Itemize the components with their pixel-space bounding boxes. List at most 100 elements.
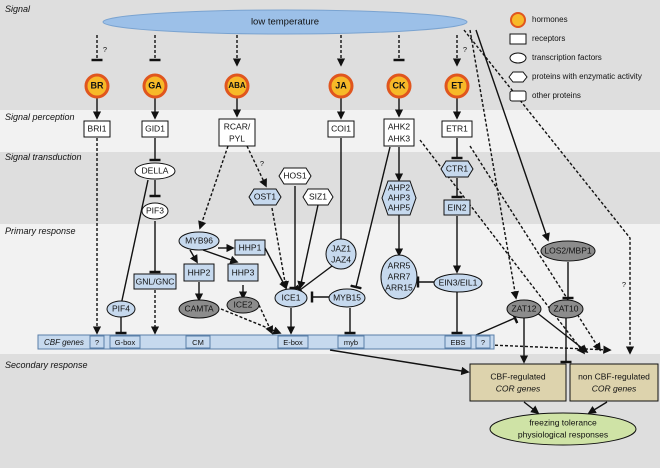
cbf-q2-label: ? <box>481 338 485 347</box>
physiological-responses-label: physiological responses <box>518 429 608 439</box>
node-ein2 <box>443 199 471 216</box>
cbf-cor-label-1: CBF-regulated <box>490 371 546 381</box>
node-ahp2-label: AHP2 <box>388 182 410 192</box>
node-ice1-label: ICE1 <box>282 292 301 302</box>
node-jaz <box>325 238 357 270</box>
legend-receptors-label: receptors <box>532 34 565 43</box>
hormone-et <box>444 73 470 99</box>
node-los2-mbp1 <box>540 240 596 262</box>
node-arr5-label: ARR5 <box>388 260 411 270</box>
band-label-primary: Primary response <box>5 226 76 236</box>
unknown-br: ? <box>103 45 107 54</box>
cbf-cm-label: CM <box>192 338 204 347</box>
receptor-ahk2-label: AHK2 <box>388 121 410 131</box>
cbf-genes-label: CBF genes <box>44 338 84 347</box>
node-siz1 <box>302 188 334 206</box>
node-ein3-eil1 <box>433 273 483 293</box>
node-ahp5-label: AHP5 <box>388 202 410 212</box>
legend-tf-icon <box>509 52 527 64</box>
receptor-etr1-label: ETR1 <box>446 123 468 133</box>
hormone-ga <box>142 73 168 99</box>
transduction-nodes <box>134 160 474 220</box>
node-ost1 <box>248 188 282 206</box>
unknown-et: ? <box>463 45 467 54</box>
node-hhp2 <box>183 263 215 282</box>
hormone-br <box>84 73 110 99</box>
node-ice2 <box>226 296 260 314</box>
cbf-ebs-label: EBS <box>450 338 465 347</box>
cbf-box-ebox <box>277 335 309 349</box>
node-siz1-label: SIZ1 <box>309 191 327 201</box>
unknown-ost1: ? <box>260 159 264 168</box>
hormone-ck <box>386 73 412 99</box>
node-zat12-label: ZAT12 <box>512 303 537 313</box>
non-cbf-cor-label-1: non CBF-regulated <box>578 371 650 381</box>
legend: hormones receptors transcription factors… <box>508 12 642 102</box>
receptor-bri1 <box>83 120 111 138</box>
freezing-tolerance-label: freezing tolerance <box>529 417 597 427</box>
node-los2-label: LOS2/MBP1 <box>544 245 592 255</box>
receptor-ahk3-label: AHK3 <box>388 133 410 143</box>
node-arr <box>380 254 418 300</box>
node-myb15 <box>328 288 366 308</box>
node-ahp <box>381 180 417 216</box>
node-myb15-label: MYB15 <box>333 292 361 302</box>
hormone-aba <box>224 73 250 99</box>
node-hos1-label: HOS1 <box>283 170 306 180</box>
band-label-signal: Signal <box>5 4 31 14</box>
unknown-noncbf: ? <box>622 280 626 289</box>
node-hhp2-label: HHP2 <box>188 267 211 277</box>
legend-other-label: other proteins <box>532 91 581 100</box>
receptor-coi1-label: COI1 <box>331 123 351 133</box>
band-label-perception: Signal perception <box>5 112 75 122</box>
node-ein2-label: EIN2 <box>448 202 467 212</box>
cbf-q1-label: ? <box>95 338 99 347</box>
legend-tf-label: transcription factors <box>532 53 602 62</box>
node-jaz1-label: JAZ1 <box>331 243 351 253</box>
receptors <box>83 118 473 147</box>
node-della-label: DELLA <box>142 165 169 175</box>
receptor-etr1 <box>441 120 473 138</box>
node-pif4-label: PIF4 <box>112 303 130 313</box>
node-gnl-label: GNL/GNC <box>136 276 175 286</box>
node-pif3 <box>141 202 169 220</box>
hormone-ja <box>328 73 354 99</box>
cbf-cor-label-2: COR genes <box>496 383 541 393</box>
node-hhp3 <box>227 263 259 282</box>
node-pif4 <box>106 300 136 318</box>
low-temperature-label: low temperature <box>251 17 319 28</box>
node-hhp1 <box>234 239 266 256</box>
hormone-br-label: BR <box>91 80 104 90</box>
node-zat10 <box>548 299 584 319</box>
node-zat10-label: ZAT10 <box>554 303 579 313</box>
connections <box>91 29 635 415</box>
receptor-pyl-label: PYL <box>229 133 245 143</box>
node-zat12 <box>506 299 542 319</box>
cbf-myb-label: myb <box>344 338 358 347</box>
hormone-ja-label: JA <box>335 80 347 90</box>
cbf-box-q1 <box>89 335 105 349</box>
band-label-transduction: Signal transduction <box>5 152 82 162</box>
legend-other-icon <box>509 90 527 102</box>
node-pif3-label: PIF3 <box>146 205 164 215</box>
node-myb96-label: MYB96 <box>185 235 213 245</box>
receptor-ahk <box>383 118 415 147</box>
primary-nodes <box>106 231 596 319</box>
hormones: BR GA ABA JA CK ET <box>84 73 470 99</box>
receptor-rcar-label: RCAR/ <box>224 121 251 131</box>
non-cbf-cor-label-2: COR genes <box>592 383 637 393</box>
node-myb96 <box>178 231 220 251</box>
node-della <box>134 162 176 180</box>
cbf-genes-bar: CBF genes ? G-box CM E-box myb EBS ? <box>37 334 495 350</box>
secondary-outputs: CBF-regulated COR genes non CBF-regulate… <box>469 363 659 446</box>
cbf-box-q2 <box>475 335 491 349</box>
cbf-gbox-label: G-box <box>115 338 136 347</box>
hormone-aba-label: ABA <box>228 81 246 90</box>
node-ahp3-label: AHP3 <box>388 192 410 202</box>
node-ice1 <box>274 288 308 308</box>
legend-enzymes-label: proteins with enzymatic activity <box>532 72 642 81</box>
receptor-gid1-label: GID1 <box>145 123 165 133</box>
node-camta-label: CAMTA <box>184 303 213 313</box>
hormone-ck-label: CK <box>393 80 406 90</box>
